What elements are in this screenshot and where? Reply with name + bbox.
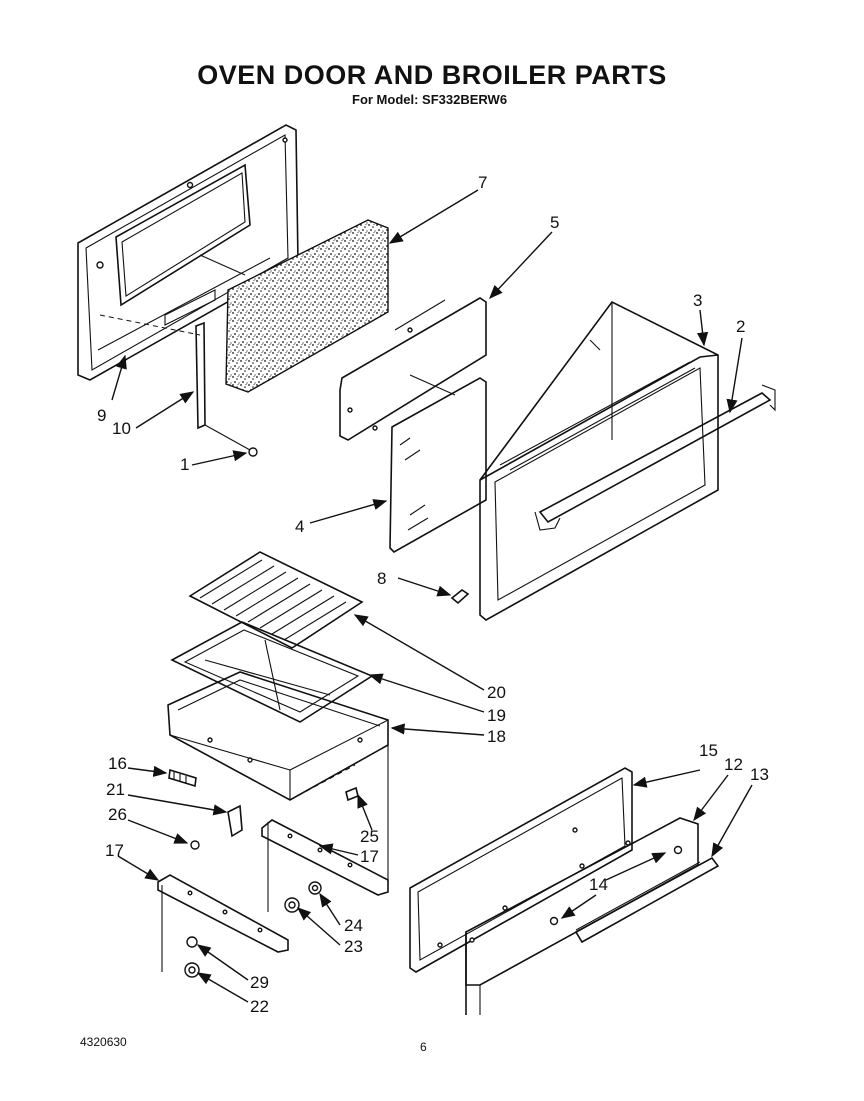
door-handle (534, 384, 776, 531)
callout-18: 18 (487, 727, 506, 746)
callout-7: 7 (478, 173, 487, 192)
door-hinge (195, 321, 470, 605)
callout-20: 20 (487, 683, 506, 702)
callout-17-right: 17 (360, 847, 379, 866)
broiler-door-panel (409, 767, 633, 973)
callout-1: 1 (180, 455, 189, 474)
door-insulation (225, 219, 389, 393)
drawer-rollers (184, 881, 322, 978)
callout-25: 25 (360, 827, 379, 846)
broiler-outer-door (465, 817, 701, 1015)
callout-2: 2 (736, 317, 745, 336)
callout-13: 13 (750, 765, 769, 784)
callout-3: 3 (693, 291, 702, 310)
callout-8: 8 (377, 569, 386, 588)
callout-4: 4 (295, 517, 304, 536)
page-number: 6 (420, 1040, 427, 1054)
callout-19: 19 (487, 706, 506, 725)
callout-29: 29 (250, 973, 269, 992)
callout-17-left: 17 (105, 841, 124, 860)
door-glass (339, 297, 487, 441)
callout-10: 10 (112, 419, 131, 438)
callout-23: 23 (344, 937, 363, 956)
leader-lines (111, 189, 753, 1003)
model-subtitle: For Model: SF332BERW6 (352, 92, 508, 107)
callout-14: 14 (589, 875, 608, 894)
callout-labels: 7 5 3 2 9 10 1 4 8 20 19 18 16 21 26 25 … (97, 173, 769, 1016)
broiler-grid (188, 551, 364, 649)
outer-glass-panel (389, 377, 487, 553)
broiler-door-handle (549, 845, 720, 944)
callout-22: 22 (250, 997, 269, 1016)
callout-15: 15 (699, 741, 718, 760)
callout-24: 24 (344, 916, 363, 935)
outer-door-frame (479, 300, 719, 621)
broiler-pan (170, 621, 374, 723)
callout-21: 21 (106, 780, 125, 799)
callout-5: 5 (550, 213, 559, 232)
callout-9: 9 (97, 406, 106, 425)
callout-16: 16 (108, 754, 127, 773)
document-number: 4320630 (80, 1035, 127, 1049)
callout-12: 12 (724, 755, 743, 774)
callout-26: 26 (108, 805, 127, 824)
broiler-drawer (167, 671, 389, 885)
page-title: OVEN DOOR AND BROILER PARTS (197, 60, 667, 90)
